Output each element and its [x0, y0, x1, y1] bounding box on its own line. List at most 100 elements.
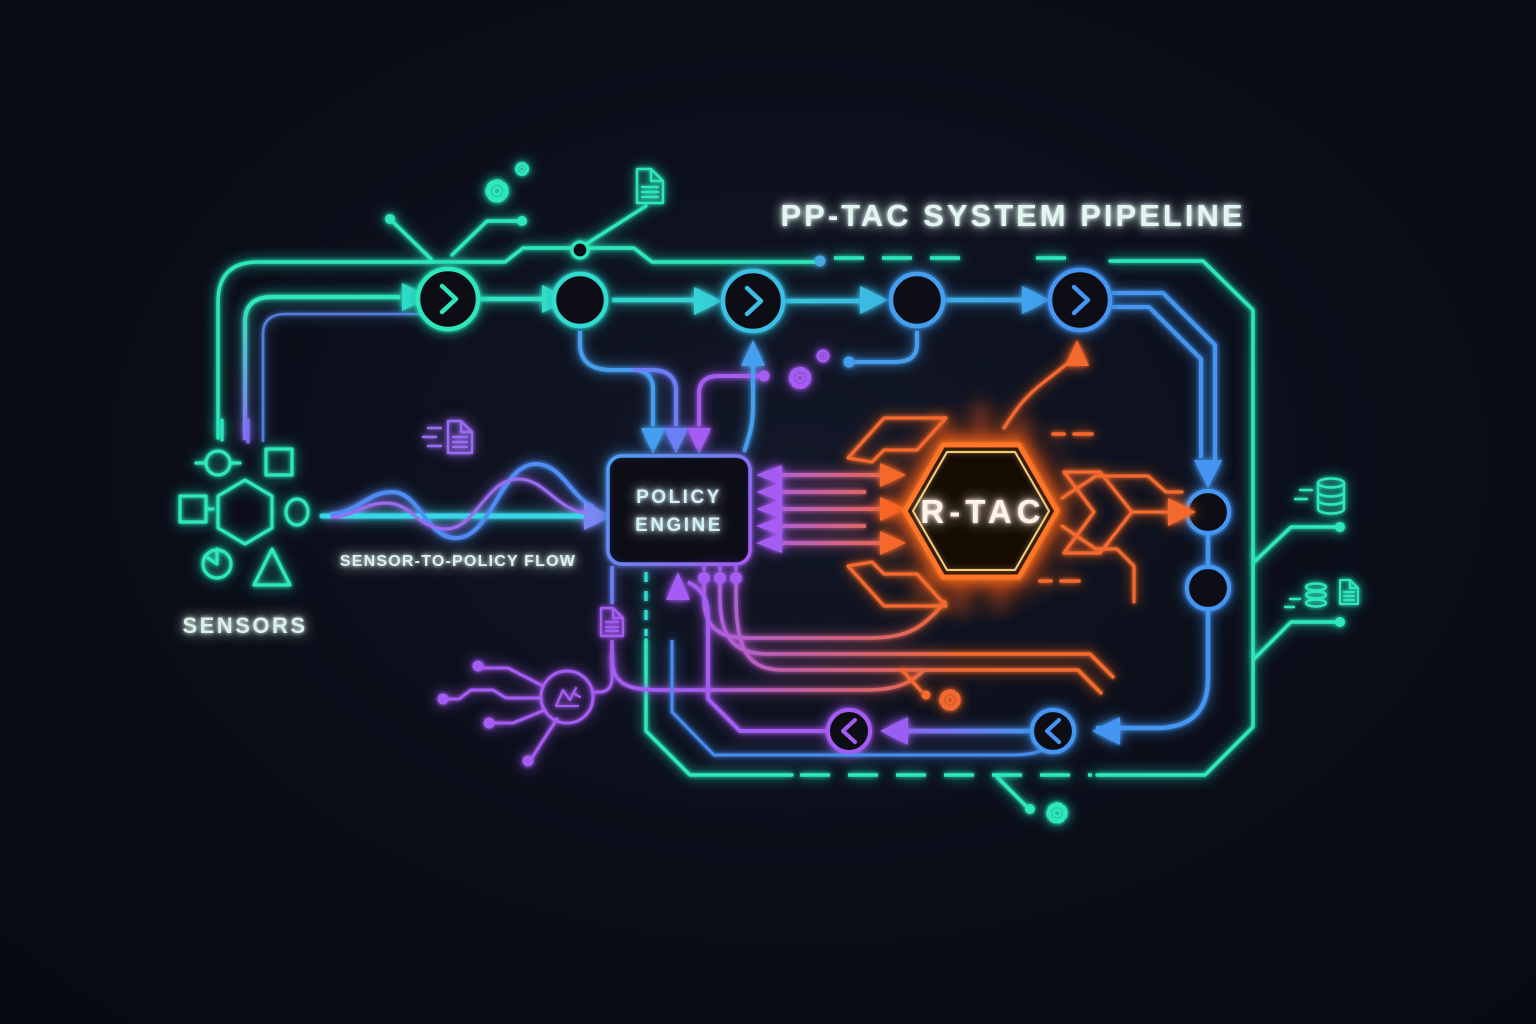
chevron-band-right — [1062, 470, 1134, 555]
drop-line-1 — [578, 331, 655, 426]
drop-arrow-1 — [641, 428, 665, 454]
node4-branch-dot — [843, 356, 855, 368]
sensor-feed-lines — [242, 283, 430, 442]
document-icon — [599, 606, 625, 638]
sensors-label: SENSORS — [182, 613, 307, 638]
coins-speed-lines — [1283, 597, 1302, 609]
coin — [1304, 582, 1328, 592]
chevron-left-icon — [1044, 717, 1062, 745]
bundle-lines — [768, 473, 888, 545]
icons-layer — [421, 161, 1360, 822]
chevron-right-icon — [439, 283, 459, 315]
branch-endpoint-dot — [517, 216, 527, 226]
gear-icon — [488, 161, 530, 200]
return-up-arrowhead — [666, 572, 690, 600]
outer-loop-dashes — [800, 256, 1092, 777]
sensor-waveform — [319, 461, 612, 541]
document-icon — [1338, 578, 1360, 606]
branch-endpoint-dot — [483, 717, 495, 729]
box-bottom-stems — [702, 566, 738, 571]
waveform-wave-blue — [330, 461, 594, 541]
doc-body — [446, 419, 474, 455]
chevron-right-icon — [1071, 284, 1091, 316]
output-down-line — [1096, 610, 1211, 731]
output-node-b — [1184, 564, 1232, 612]
gear-link-dot — [758, 370, 770, 382]
node-circle-shape — [204, 449, 232, 477]
rtac-output-arrowhead — [1168, 498, 1196, 526]
return-purple-line — [687, 580, 827, 733]
rtac-output-traces — [1060, 474, 1184, 604]
return-right-arrowhead — [1092, 717, 1120, 745]
small-square-shape — [178, 494, 208, 524]
terminal-dot — [714, 572, 726, 584]
doc-lines — [1342, 590, 1356, 602]
database-icon — [1293, 477, 1346, 515]
doc-lines — [604, 620, 620, 633]
hexagon-shape — [216, 478, 274, 546]
stage-node-4 — [888, 271, 946, 329]
chevron-right-icon — [744, 285, 764, 317]
pie-chart-wedge — [203, 547, 219, 566]
doc-body — [1338, 578, 1360, 606]
box-to-node3-arrow — [741, 340, 765, 366]
gear-branch-line — [900, 668, 923, 693]
db-body — [1316, 481, 1346, 515]
stage-node-3 — [720, 268, 786, 334]
drop-arrow-2 — [664, 428, 688, 454]
rtac-hex-outer — [902, 442, 1060, 580]
db-top — [1316, 477, 1346, 489]
rtac-hexagon — [902, 442, 1060, 580]
s-curve-3 — [734, 584, 1104, 696]
gear-branch-dot — [921, 690, 931, 700]
s-curve-2 — [718, 584, 1116, 680]
coin — [1304, 598, 1328, 608]
rtac-hex-inner — [911, 450, 1051, 572]
chevron-band-top-left — [846, 416, 948, 464]
stage-node-1 — [415, 266, 481, 332]
stage-nodes — [415, 266, 1113, 334]
bypass-dot — [814, 255, 826, 267]
rtac-label: R-TAC — [920, 493, 1045, 530]
feed-line-stub — [261, 312, 420, 442]
branch-endpoint-dot — [385, 214, 395, 224]
gear-icon — [1049, 805, 1066, 822]
pipeline-connectors — [478, 296, 1022, 304]
policy-engine-label-line1: POLICY — [636, 487, 722, 508]
feed-line-main — [242, 294, 400, 440]
doc-body — [635, 167, 665, 205]
return-mid-arrowhead — [880, 717, 908, 745]
document-icon — [421, 419, 474, 455]
top-pipeline — [478, 285, 1217, 460]
s-curve-4 — [610, 640, 926, 692]
ellipse-shape — [284, 497, 310, 527]
doc-speed-lines — [421, 426, 443, 448]
outer-loop-solid — [216, 204, 1338, 808]
coin — [1304, 590, 1328, 600]
return-node-right — [1029, 707, 1077, 755]
labels-layer: PP-TAC SYSTEM PIPELINE SENSORS SENSOR-TO… — [182, 198, 1245, 638]
triangle-shape — [252, 547, 292, 587]
flow-label: SENSOR-TO-POLICY FLOW — [340, 553, 576, 570]
return-node-left — [826, 708, 872, 754]
node5-output-bus — [1112, 291, 1217, 460]
doc-lines — [640, 185, 660, 199]
document-icon — [635, 167, 665, 205]
junction-dot — [570, 240, 590, 260]
box-to-node3-line — [742, 344, 755, 453]
doc-lines — [451, 435, 469, 449]
gear-icon — [942, 692, 959, 709]
branch-endpoint-dot — [1335, 617, 1345, 627]
doc-body — [599, 606, 625, 638]
terminal-dot — [730, 572, 742, 584]
policy-engine-frame — [606, 454, 752, 566]
branch-endpoint-dot — [1335, 522, 1345, 532]
stage-node-5 — [1047, 267, 1113, 333]
db-speed-lines — [1293, 488, 1314, 501]
ai-node — [437, 652, 614, 767]
diagram-title: PP-TAC SYSTEM PIPELINE — [780, 198, 1245, 233]
right-output-chain — [1029, 460, 1232, 755]
branch-endpoint-dot — [437, 693, 449, 705]
coins-icon — [1283, 582, 1328, 609]
